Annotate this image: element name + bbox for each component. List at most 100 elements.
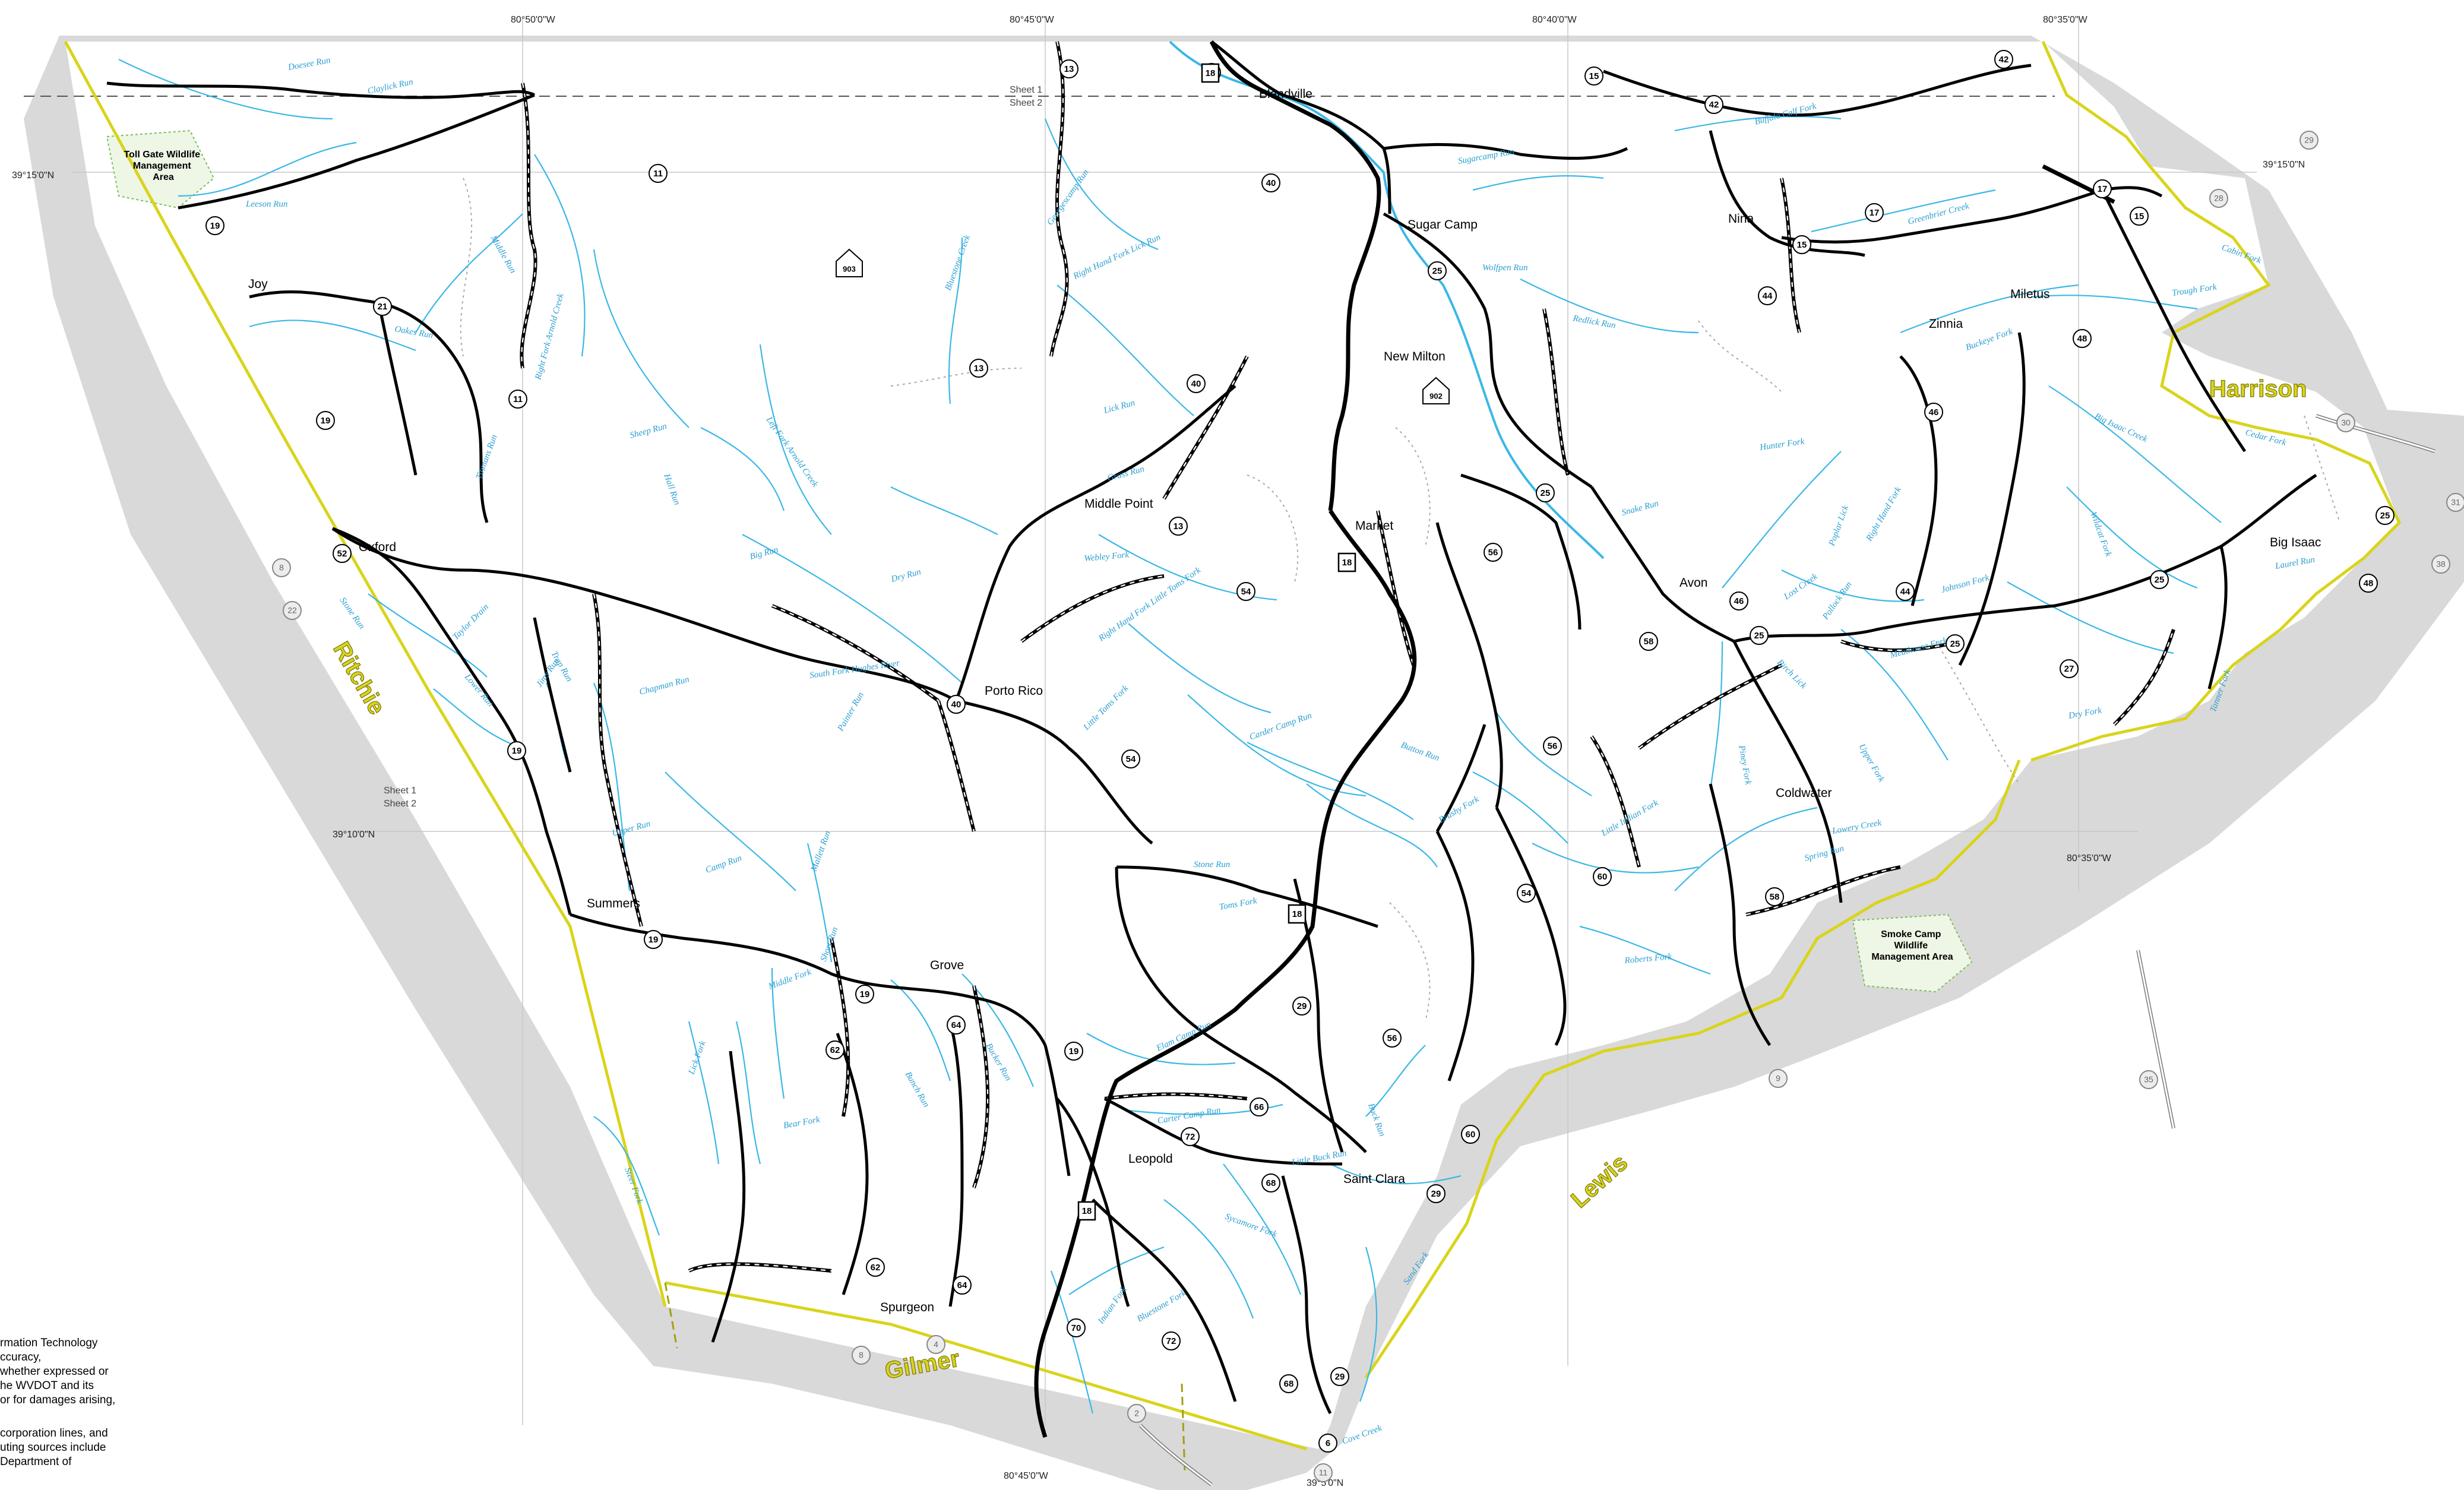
route-shield-number: 27 <box>2064 664 2074 674</box>
us-route-shields: 18 18 18 18 903 902 <box>836 63 1450 1221</box>
sheet-labels: Sheet 1 Sheet 2 Sheet 1 Sheet 2 <box>384 85 1042 809</box>
route-shield: 60 <box>1461 1125 1480 1144</box>
route-shield: 72 <box>1181 1127 1200 1146</box>
route-18-shield-market: 18 <box>1337 552 1356 572</box>
town-big-isaac: Big Isaac <box>2270 536 2321 549</box>
town-saint-clara: Saint Clara <box>1343 1172 1405 1186</box>
route-shield: 8 <box>852 1346 871 1365</box>
route-shield-number: 29 <box>1431 1189 1441 1199</box>
route-shield: 15 <box>1584 67 1603 86</box>
route-shield: 25 <box>1946 634 1965 653</box>
town-blandville: Blandville <box>1259 87 1312 101</box>
route-shield-number: 2 <box>1134 1409 1139 1418</box>
svg-text:18: 18 <box>1342 558 1352 568</box>
county-border-gilmer <box>665 1281 1307 1451</box>
county-label-harrison: Harrison <box>2209 376 2307 402</box>
smoke-camp-wma-line-3: Management Area <box>1871 952 1953 962</box>
route-shield: 68 <box>1279 1374 1298 1393</box>
stream-leeson-run: Leeson Run <box>245 200 287 209</box>
route-shield-number: 19 <box>860 989 870 999</box>
coord-39-15n-right: 39°15'0"N <box>2263 160 2305 170</box>
route-shield-number: 29 <box>1335 1372 1345 1382</box>
svg-text:18: 18 <box>1082 1206 1092 1216</box>
route-shield: 64 <box>953 1276 972 1295</box>
route-shield-number: 58 <box>1644 637 1654 647</box>
route-shield-number: 54 <box>1241 587 1251 597</box>
route-18-shield-center: 18 <box>1288 904 1307 924</box>
sheet-2-label-top: Sheet 2 <box>1010 98 1042 108</box>
route-shield: 11 <box>508 390 527 409</box>
route-shield: 17 <box>2093 179 2112 198</box>
route-shield: 40 <box>1187 374 1206 393</box>
route-shield-number: 54 <box>1126 754 1136 764</box>
route-18-shield-south: 18 <box>1077 1201 1096 1221</box>
route-shield: 66 <box>1250 1097 1269 1116</box>
route-shield: 6 <box>1318 1434 1337 1453</box>
svg-text:18: 18 <box>1206 68 1216 78</box>
route-shield-number: 62 <box>871 1263 881 1273</box>
route-shield-number: 11 <box>513 394 523 404</box>
stream-wolfpen-run: Wolfpen Run <box>1482 263 1528 273</box>
route-shield: 44 <box>1758 286 1777 305</box>
county-border-lewis <box>1364 760 2021 1379</box>
coord-80-50w: 80°50'0"W <box>511 15 556 25</box>
route-shield-number: 13 <box>974 363 984 374</box>
route-903-shield: 903 <box>836 248 863 277</box>
route-shield: 48 <box>2073 329 2092 348</box>
route-shield: 38 <box>2431 555 2450 574</box>
route-shield-number: 22 <box>287 606 297 615</box>
route-shield: 17 <box>1865 203 1884 222</box>
route-shield-number: 15 <box>2134 211 2144 222</box>
route-shield-number: 9 <box>1776 1074 1780 1083</box>
route-shield: 48 <box>2359 574 2378 593</box>
route-shield: 29 <box>1330 1367 1349 1386</box>
route-902-shield: 902 <box>1422 377 1450 404</box>
smoke-camp-wma-label: Smoke Camp Wildlife Management Area <box>1871 929 1953 962</box>
route-shield: 2 <box>1127 1404 1146 1423</box>
smoke-camp-wma-line-1: Smoke Camp <box>1881 929 1941 939</box>
route-shield: 54 <box>1121 749 1140 768</box>
route-shield: 56 <box>1543 736 1562 755</box>
route-shield-number: 30 <box>2341 418 2351 428</box>
route-shield-number: 11 <box>653 169 663 179</box>
map-disclaimer: rmation Technology ccuracy, whether expr… <box>0 1336 178 1488</box>
route-shield-number: 19 <box>649 935 659 945</box>
route-shield: 40 <box>1261 173 1280 192</box>
route-shield-number: 19 <box>1069 1046 1079 1056</box>
route-shield-number: 29 <box>1297 1001 1307 1011</box>
coord-80-40w: 80°40'0"W <box>1532 15 1577 25</box>
route-shield-number: 68 <box>1266 1178 1276 1188</box>
route-shield: 54 <box>1236 582 1255 601</box>
route-shield-number: 25 <box>1541 488 1551 498</box>
smoke-camp-wma-line-2: Wildlife <box>1894 941 1928 951</box>
route-shield: 19 <box>855 985 874 1004</box>
route-shield: 9 <box>1769 1069 1788 1088</box>
svg-text:903: 903 <box>843 264 856 273</box>
route-shield: 68 <box>1261 1173 1280 1192</box>
route-shield-number: 25 <box>2155 575 2165 585</box>
smoke-camp-wma-area <box>1852 913 1973 993</box>
stream-network <box>118 40 2222 1414</box>
town-avon: Avon <box>1679 576 1708 590</box>
route-shield: 13 <box>1059 59 1078 78</box>
disclaimer-paragraph-2: corporation lines, and uting sources inc… <box>0 1427 108 1468</box>
coord-80-35w-top: 80°35'0"W <box>2043 15 2088 25</box>
route-shield: 15 <box>2130 207 2149 226</box>
route-shield: 40 <box>947 695 966 714</box>
route-shield-number: 40 <box>1191 379 1201 389</box>
town-new-milton: New Milton <box>1384 350 1445 363</box>
route-shield-number: 11 <box>1319 1468 1328 1478</box>
route-shield: 56 <box>1484 543 1503 562</box>
route-shield: 8 <box>272 558 291 577</box>
coord-39-5n: 39°5'0"N <box>1307 1478 1343 1488</box>
coord-80-35w-right: 80°35'0"W <box>2067 853 2112 863</box>
town-summers: Summers <box>587 897 640 910</box>
stream-webley-fork: Webley Fork <box>1084 550 1130 564</box>
primary-road-network <box>1034 40 2115 1438</box>
toll-gate-wma-line-2: Management <box>133 161 191 171</box>
route-18-shield-north: 18 <box>1201 63 1220 83</box>
town-oxford: Oxford <box>359 540 396 554</box>
route-shield: 72 <box>1162 1331 1181 1350</box>
route-shield: 62 <box>866 1258 885 1277</box>
